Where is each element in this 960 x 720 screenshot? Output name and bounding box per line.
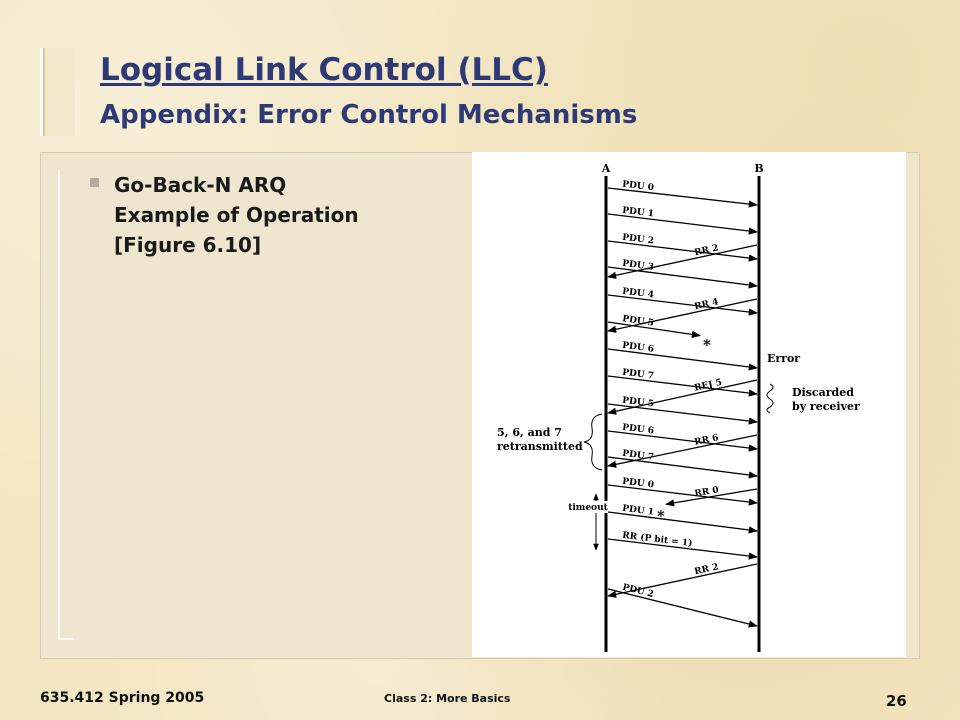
lost-marker-rr0: * bbox=[657, 507, 665, 525]
message-label: RR 6 bbox=[694, 433, 720, 448]
bullet-item: Go-Back-N ARQ Example of Operation [Figu… bbox=[90, 170, 450, 260]
message-arrow bbox=[607, 511, 758, 534]
message-arrow bbox=[607, 294, 758, 316]
message-label: PDU 2 bbox=[622, 233, 655, 247]
message-label: PDU 2 bbox=[621, 583, 654, 600]
message-arrow bbox=[607, 213, 758, 235]
title-accent-bar bbox=[40, 48, 75, 136]
message-label: PDU 0 bbox=[622, 477, 655, 491]
station-a-label: A bbox=[601, 162, 611, 175]
message-label: PDU 5 bbox=[622, 314, 655, 329]
message-label: PDU 4 bbox=[622, 287, 655, 301]
retransmitted-brace bbox=[583, 413, 603, 471]
message-arrow bbox=[607, 187, 758, 208]
message-label: RR 4 bbox=[694, 297, 720, 312]
retransmitted-label-line2: retransmitted bbox=[497, 440, 583, 453]
bullet-text: Go-Back-N ARQ Example of Operation [Figu… bbox=[114, 170, 450, 260]
message-arrow bbox=[607, 538, 758, 560]
message-arrow bbox=[607, 434, 758, 468]
message-arrow bbox=[607, 563, 758, 598]
discarded-brace bbox=[766, 383, 774, 414]
discarded-label-line1: Discarded bbox=[792, 386, 854, 399]
message-label: RR 0 bbox=[694, 485, 720, 499]
message-arrow bbox=[607, 430, 758, 452]
message-arrow bbox=[607, 588, 758, 628]
bullet-line: Go-Back-N ARQ bbox=[114, 173, 287, 197]
message-arrow bbox=[607, 348, 758, 371]
slide-subtitle: Appendix: Error Control Mechanisms bbox=[100, 100, 638, 130]
retransmitted-label-line1: 5, 6, and 7 bbox=[497, 426, 562, 439]
message-arrow bbox=[665, 488, 758, 507]
station-b-label: B bbox=[754, 162, 763, 175]
message-arrows: PDU 0 PDU 1 PDU 2 RR 2 PDU 3 PDU 4 RR 4 PDU 5 PD… bbox=[607, 180, 758, 628]
bullet-line: [Figure 6.10] bbox=[114, 233, 262, 257]
message-label: PDU 5 bbox=[622, 396, 655, 410]
message-arrow bbox=[607, 321, 701, 338]
message-arrow bbox=[607, 484, 758, 506]
message-label: PDU 1 bbox=[622, 504, 655, 518]
message-label: PDU 3 bbox=[622, 259, 655, 273]
message-label: PDU 6 bbox=[622, 341, 655, 355]
lost-marker-pdu5: * bbox=[703, 336, 711, 354]
message-label: RR 2 bbox=[694, 243, 720, 258]
footer-class-title: Class 2: More Basics bbox=[384, 692, 511, 705]
message-arrow bbox=[607, 244, 758, 279]
discarded-label-line2: by receiver bbox=[792, 400, 860, 413]
message-arrow bbox=[607, 403, 758, 425]
message-label: PDU 7 bbox=[622, 368, 655, 382]
timeout-label-bg bbox=[568, 501, 608, 513]
message-arrow bbox=[607, 456, 758, 479]
square-bullet-icon bbox=[90, 178, 99, 187]
message-label: PDU 6 bbox=[622, 423, 655, 437]
message-arrow bbox=[607, 240, 758, 262]
message-arrow bbox=[607, 375, 758, 397]
error-label: Error bbox=[767, 352, 800, 365]
message-label: PDU 7 bbox=[622, 449, 655, 463]
message-arrow bbox=[607, 266, 758, 289]
footer-page-number: 26 bbox=[886, 692, 907, 710]
left-rail-decoration bbox=[58, 170, 74, 640]
timeout-label: timeout bbox=[568, 503, 608, 513]
message-label: RR 2 bbox=[694, 562, 720, 577]
message-label: RR (P bit = 1) bbox=[622, 530, 693, 549]
bullet-line: Example of Operation bbox=[114, 203, 359, 227]
slide-title: Logical Link Control (LLC) bbox=[100, 52, 548, 88]
message-label: PDU 1 bbox=[622, 206, 655, 220]
message-label: PDU 0 bbox=[622, 180, 655, 194]
footer-course: 635.412 Spring 2005 bbox=[40, 690, 205, 706]
